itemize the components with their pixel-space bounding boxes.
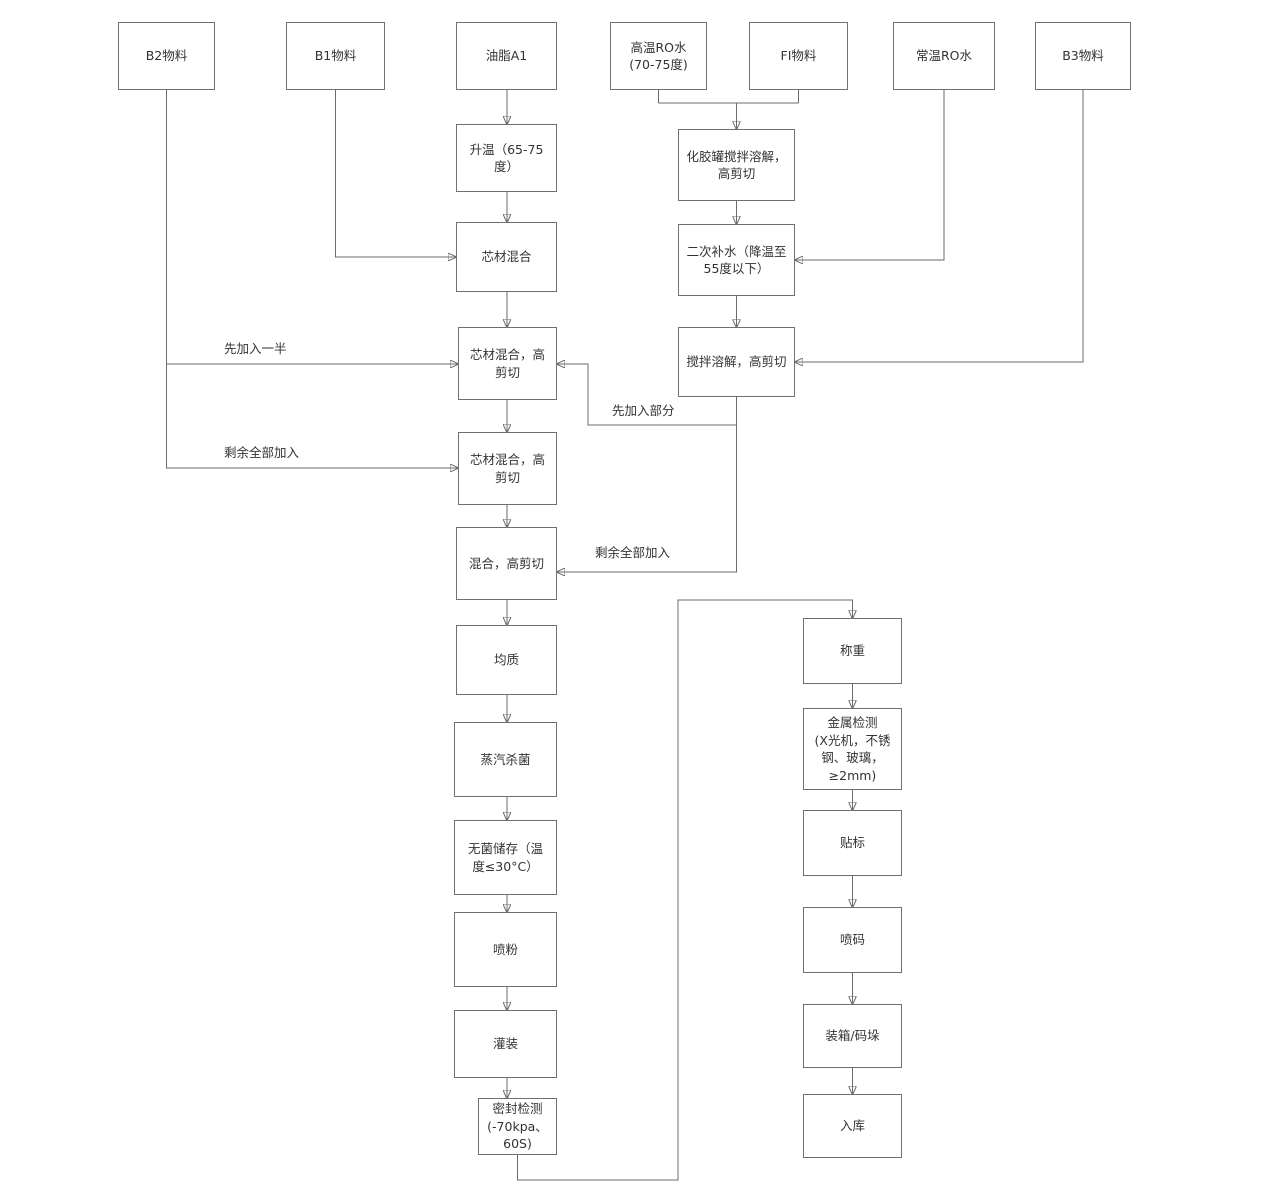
conn-stir-mix-shear <box>557 425 737 572</box>
node-homogenize: 均质 <box>456 625 557 695</box>
node-core-mix: 芯材混合 <box>456 222 557 292</box>
node-fi-material: FI物料 <box>749 22 848 90</box>
node-warehouse: 入库 <box>803 1094 902 1158</box>
edge-label-add-part-first: 先加入部分 <box>612 403 675 418</box>
node-stir-dissolve-shear: 搅拌溶解，高剪切 <box>678 327 795 397</box>
node-pack-palletize: 装箱/码垛 <box>803 1004 902 1068</box>
node-labeling: 贴标 <box>803 810 902 876</box>
conn-room-ro-second-water <box>795 90 945 260</box>
conn-b3-stir <box>795 90 1084 362</box>
node-core-mix-shear-2: 芯材混合，高 剪切 <box>458 432 557 505</box>
conn-stir-shear1 <box>557 364 737 426</box>
node-b3-material: B3物料 <box>1035 22 1131 90</box>
node-filling: 灌装 <box>454 1010 557 1078</box>
node-second-water: 二次补水（降温至 55度以下） <box>678 224 795 296</box>
node-hot-ro-water: 高温RO水 (70-75度) <box>610 22 707 90</box>
node-steam-sterilize: 蒸汽杀菌 <box>454 722 557 797</box>
edge-label-add-half-first: 先加入一半 <box>224 341 287 356</box>
node-inkjet-code: 喷码 <box>803 907 902 973</box>
node-b1-material: B1物料 <box>286 22 385 90</box>
node-glue-tank-dissolve: 化胶罐搅拌溶解， 高剪切 <box>678 129 795 201</box>
node-metal-detect: 金属检测 (X光机，不锈 钢、玻璃， ≥2mm) <box>803 708 902 790</box>
edge-label-add-rest-right: 剩余全部加入 <box>595 545 671 560</box>
conn-b2-shear1 <box>166 90 459 364</box>
conn-b1-core-mix <box>335 90 457 257</box>
node-b2-material: B2物料 <box>118 22 215 90</box>
node-spray-powder: 喷粉 <box>454 912 557 987</box>
node-room-ro-water: 常温RO水 <box>893 22 995 90</box>
node-mix-shear: 混合，高剪切 <box>456 527 557 600</box>
node-oil-a1: 油脂A1 <box>456 22 557 90</box>
conn-seal-test-weigh <box>517 599 853 1181</box>
node-heat-up: 升温（65-75 度） <box>456 124 557 192</box>
node-core-mix-shear-1: 芯材混合，高 剪切 <box>458 327 557 400</box>
node-seal-test: 密封检测 (-70kpa、 60S) <box>478 1098 557 1155</box>
node-aseptic-storage: 无菌储存（温 度≤30°C） <box>454 820 557 895</box>
node-weigh: 称重 <box>803 618 902 684</box>
edge-label-add-rest-left: 剩余全部加入 <box>224 445 300 460</box>
conn-b2-shear2 <box>166 364 459 468</box>
